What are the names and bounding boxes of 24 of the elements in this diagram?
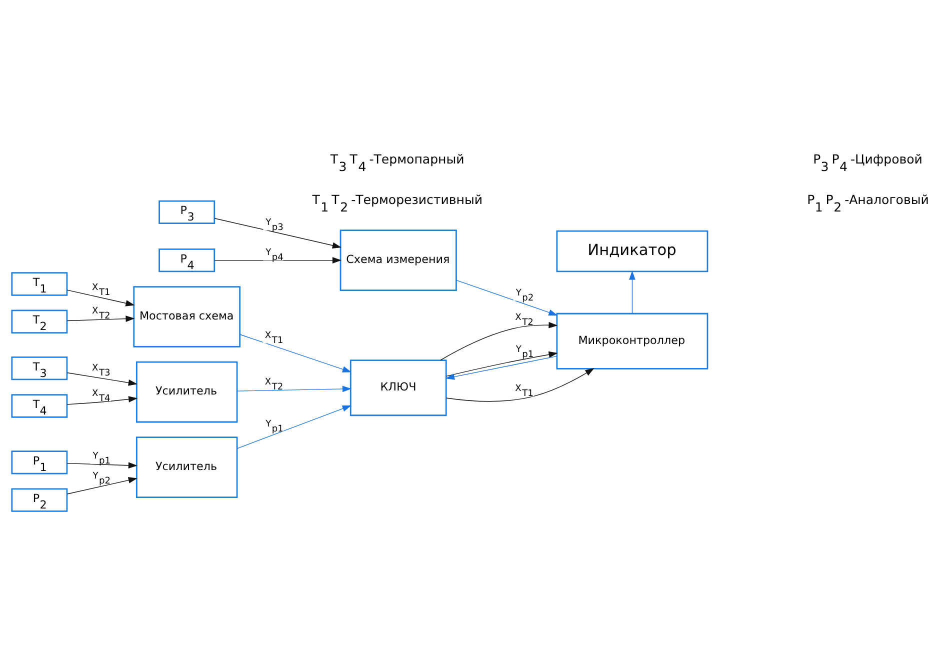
arrow — [66, 476, 137, 494]
arrow — [444, 355, 557, 380]
arrow — [239, 334, 352, 372]
node-box: Схема измерения — [339, 229, 456, 290]
node-box: Индикатор — [556, 230, 708, 272]
arrow — [66, 396, 138, 404]
node-box: КЛЮЧ — [349, 359, 446, 416]
arrow — [445, 368, 594, 402]
arrow — [66, 289, 134, 306]
arrow — [214, 218, 341, 248]
arrow — [628, 270, 635, 314]
arrow — [66, 372, 137, 386]
arrow — [66, 315, 134, 322]
arrow — [446, 350, 558, 376]
arrow — [236, 385, 352, 392]
node-box: Мостовая схема — [132, 286, 240, 347]
arrow — [236, 404, 351, 448]
arrow — [214, 256, 342, 263]
arrow — [455, 279, 558, 316]
arrow — [66, 462, 137, 468]
node-box: Усилитель — [135, 360, 238, 422]
node-box: Микроконтроллер — [556, 312, 708, 369]
arrow — [440, 321, 558, 360]
node-box: Усилитель — [135, 436, 238, 498]
